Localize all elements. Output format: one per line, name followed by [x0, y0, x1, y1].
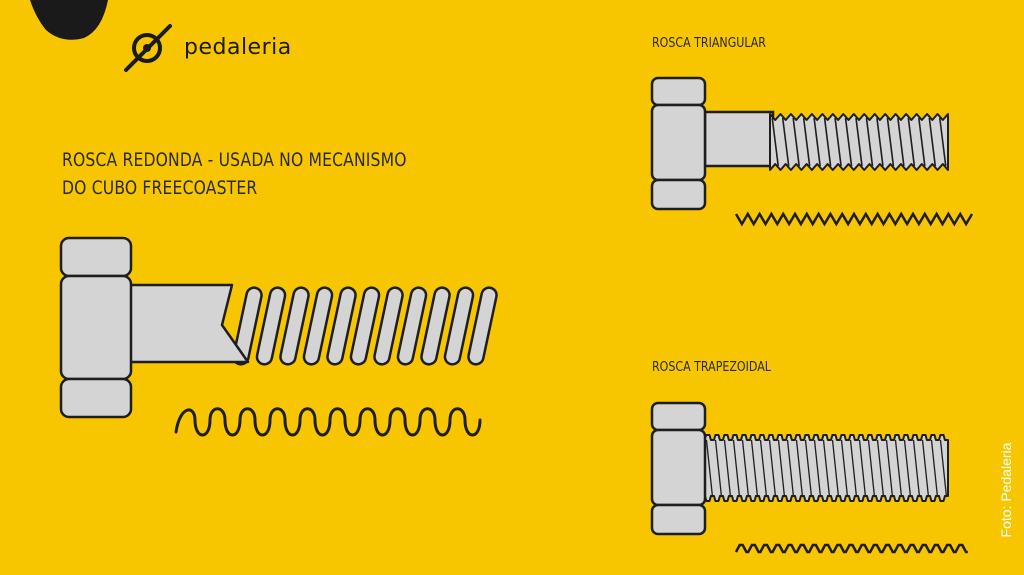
round-thread-title: ROSCA REDONDA - USADA NO MECANISMO DO CU…	[62, 146, 407, 202]
round-bolt-head	[59, 236, 133, 419]
round-thread-crests	[232, 286, 498, 366]
round-thread-bolt	[59, 236, 498, 419]
pedal-logo-icon	[124, 24, 172, 72]
trapezoidal-thread-profile	[734, 543, 968, 554]
round-thread-title-line1: ROSCA REDONDA - USADA NO MECANISMO	[62, 149, 407, 171]
triangular-bolt-head	[650, 76, 707, 211]
round-thread-profile	[174, 407, 482, 437]
trapezoidal-thread-bolt	[650, 401, 949, 536]
trapezoidal-thread-title: ROSCA TRAPEZOIDAL	[652, 360, 771, 375]
triangular-thread-lines	[771, 117, 947, 167]
triangular-thread-title: ROSCA TRIANGULAR	[652, 36, 766, 51]
round-bolt-shank	[128, 283, 250, 364]
triangular-thread-profile	[734, 211, 974, 227]
brand-logo: pedaleria	[122, 22, 292, 72]
triangular-bolt-shank	[703, 110, 775, 168]
corner-blob-shape	[30, 0, 108, 40]
round-thread-title-line2: DO CUBO FREECOASTER	[62, 177, 258, 199]
trapezoidal-thread-lines	[705, 439, 948, 498]
triangular-thread-bolt	[650, 76, 949, 211]
trapezoidal-bolt-head	[650, 401, 707, 536]
brand-name: pedaleria	[184, 34, 292, 60]
